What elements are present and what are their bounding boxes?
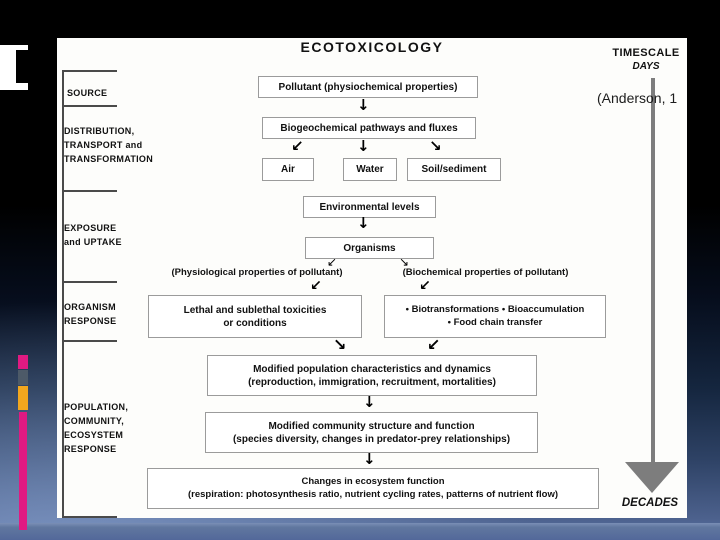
citation-text: (Anderson, 1 bbox=[597, 90, 678, 106]
timescale-arrowhead-icon bbox=[625, 462, 679, 493]
box-environmental-levels: Environmental levels bbox=[303, 196, 436, 218]
arrow-down-icon: ↓ bbox=[363, 393, 376, 411]
section-label-population: POPULATION, COMMUNITY, ECOSYSTEM RESPONS… bbox=[64, 402, 129, 454]
section-tick bbox=[62, 516, 117, 518]
slide-bottom-band bbox=[0, 523, 720, 540]
decor-black-notch bbox=[16, 50, 28, 83]
decor-magenta-bar bbox=[19, 412, 27, 530]
section-tick bbox=[62, 281, 117, 283]
timescale-days-label: DAYS bbox=[632, 61, 660, 72]
arrow-down-right-icon: ↘ bbox=[399, 255, 410, 269]
arrow-down-left-icon: ↙ bbox=[327, 255, 338, 269]
decor-slate-square bbox=[18, 370, 28, 385]
section-tick bbox=[62, 190, 117, 192]
box-pollutant: Pollutant (physiochemical properties) bbox=[258, 76, 478, 98]
section-bracket-line bbox=[62, 70, 64, 516]
arrow-down-left-icon: ↙ bbox=[310, 278, 322, 294]
box-ecosystem-function: Changes in ecosystem function (respirati… bbox=[147, 468, 599, 509]
section-tick bbox=[62, 340, 117, 342]
decor-magenta-square bbox=[18, 355, 28, 369]
section-tick bbox=[62, 105, 117, 107]
timescale-arrow-shaft bbox=[651, 78, 655, 462]
annotation-physiological: (Physiological properties of pollutant) bbox=[171, 267, 343, 278]
arrow-down-right-icon: ↘ bbox=[429, 137, 442, 155]
box-modified-population: Modified population characteristics and … bbox=[207, 355, 537, 396]
decor-amber-square bbox=[18, 386, 28, 410]
arrow-down-left-icon: ↙ bbox=[291, 137, 304, 155]
arrow-down-icon: ↓ bbox=[357, 214, 370, 232]
box-air: Air bbox=[262, 158, 314, 181]
section-label-organism: ORGANISM RESPONSE bbox=[64, 302, 117, 326]
section-label-exposure: EXPOSURE and UPTAKE bbox=[64, 223, 122, 247]
box-organisms: Organisms bbox=[305, 237, 434, 259]
box-water: Water bbox=[343, 158, 397, 181]
ecotoxicology-diagram: ECOTOXICOLOGY SOURCE DISTRIBUTION, TRANS… bbox=[57, 38, 687, 518]
arrow-down-icon: ↓ bbox=[357, 96, 370, 114]
arrow-down-left-icon: ↙ bbox=[427, 335, 441, 354]
arrow-down-left-icon: ↙ bbox=[419, 278, 431, 294]
arrow-down-icon: ↓ bbox=[363, 450, 376, 468]
arrow-down-right-icon: ↘ bbox=[333, 335, 347, 354]
timescale-decades-label: DECADES bbox=[621, 497, 679, 509]
box-biogeochemical: Biogeochemical pathways and fluxes bbox=[262, 117, 476, 139]
box-biotransformations: • Biotransformations • Bioaccumulation •… bbox=[384, 295, 606, 338]
box-modified-community: Modified community structure and functio… bbox=[205, 412, 538, 453]
section-label-source: SOURCE bbox=[67, 88, 108, 98]
section-label-distribution: DISTRIBUTION, TRANSPORT and TRANSFORMATI… bbox=[64, 126, 154, 164]
diagram-title: ECOTOXICOLOGY bbox=[300, 39, 444, 55]
annotation-biochemical: (Biochemical properties of pollutant) bbox=[402, 267, 569, 278]
timescale-label: TIMESCALE bbox=[612, 47, 680, 59]
arrow-down-icon: ↓ bbox=[357, 137, 370, 155]
box-soil-sediment: Soil/sediment bbox=[407, 158, 501, 181]
box-lethal-toxicities: Lethal and sublethal toxicities or condi… bbox=[148, 295, 362, 338]
section-tick bbox=[62, 70, 117, 72]
